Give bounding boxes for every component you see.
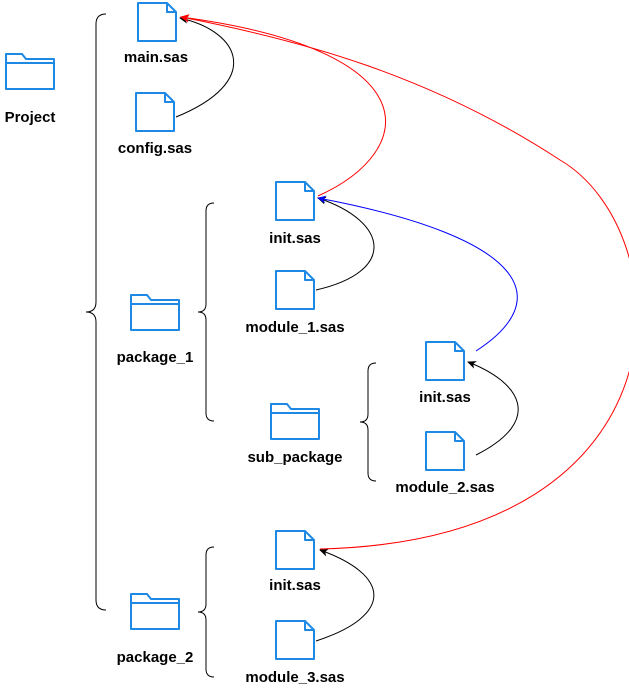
- project-label: Project: [5, 109, 56, 126]
- module-3-sas-label: module_3.sas: [245, 669, 344, 686]
- main-sas-label: main.sas: [124, 49, 188, 66]
- arrow-module-2-to-sub-package-init: [467, 361, 519, 456]
- package-2-init-sas-file-icon: [275, 530, 315, 570]
- package-1-folder-icon: [130, 294, 180, 331]
- package-2-folder-icon: [130, 593, 180, 630]
- arrow-config-to-main: [175, 15, 235, 118]
- bracket-project: [85, 13, 107, 611]
- module-3-sas-file-icon: [275, 620, 315, 660]
- package-1-init-sas-label: init.sas: [269, 230, 321, 247]
- sub-package-folder-icon: [270, 403, 320, 440]
- bracket-package-2: [197, 546, 215, 678]
- package-2-init-sas-label: init.sas: [269, 577, 321, 594]
- package-1-label: package_1: [117, 349, 194, 366]
- module-1-sas-file-icon: [275, 270, 315, 310]
- sub-package-label: sub_package: [247, 449, 342, 466]
- arrow-package-2-init-to-main: [180, 14, 629, 550]
- arrow-sub-package-init-to-package-1-init: [317, 195, 518, 352]
- arrow-module-1-to-package-1-init: [315, 196, 375, 291]
- package-1-init-sas-file-icon: [275, 181, 315, 221]
- config-sas-label: config.sas: [118, 140, 192, 157]
- bracket-sub-package: [359, 362, 377, 482]
- arrow-module-3-to-package-2-init: [315, 548, 375, 642]
- sub-package-init-sas-file-icon: [425, 341, 465, 381]
- sub-package-init-sas-label: init.sas: [419, 389, 471, 406]
- main-sas-file-icon: [137, 2, 177, 42]
- config-sas-file-icon: [135, 92, 175, 132]
- module-1-sas-label: module_1.sas: [245, 319, 344, 336]
- project-folder-icon: [5, 53, 55, 90]
- arrow-package-1-init-to-main: [180, 14, 387, 197]
- bracket-package-1: [197, 202, 215, 422]
- module-2-sas-file-icon: [425, 431, 465, 471]
- package-2-label: package_2: [117, 649, 194, 666]
- module-2-sas-label: module_2.sas: [395, 479, 494, 496]
